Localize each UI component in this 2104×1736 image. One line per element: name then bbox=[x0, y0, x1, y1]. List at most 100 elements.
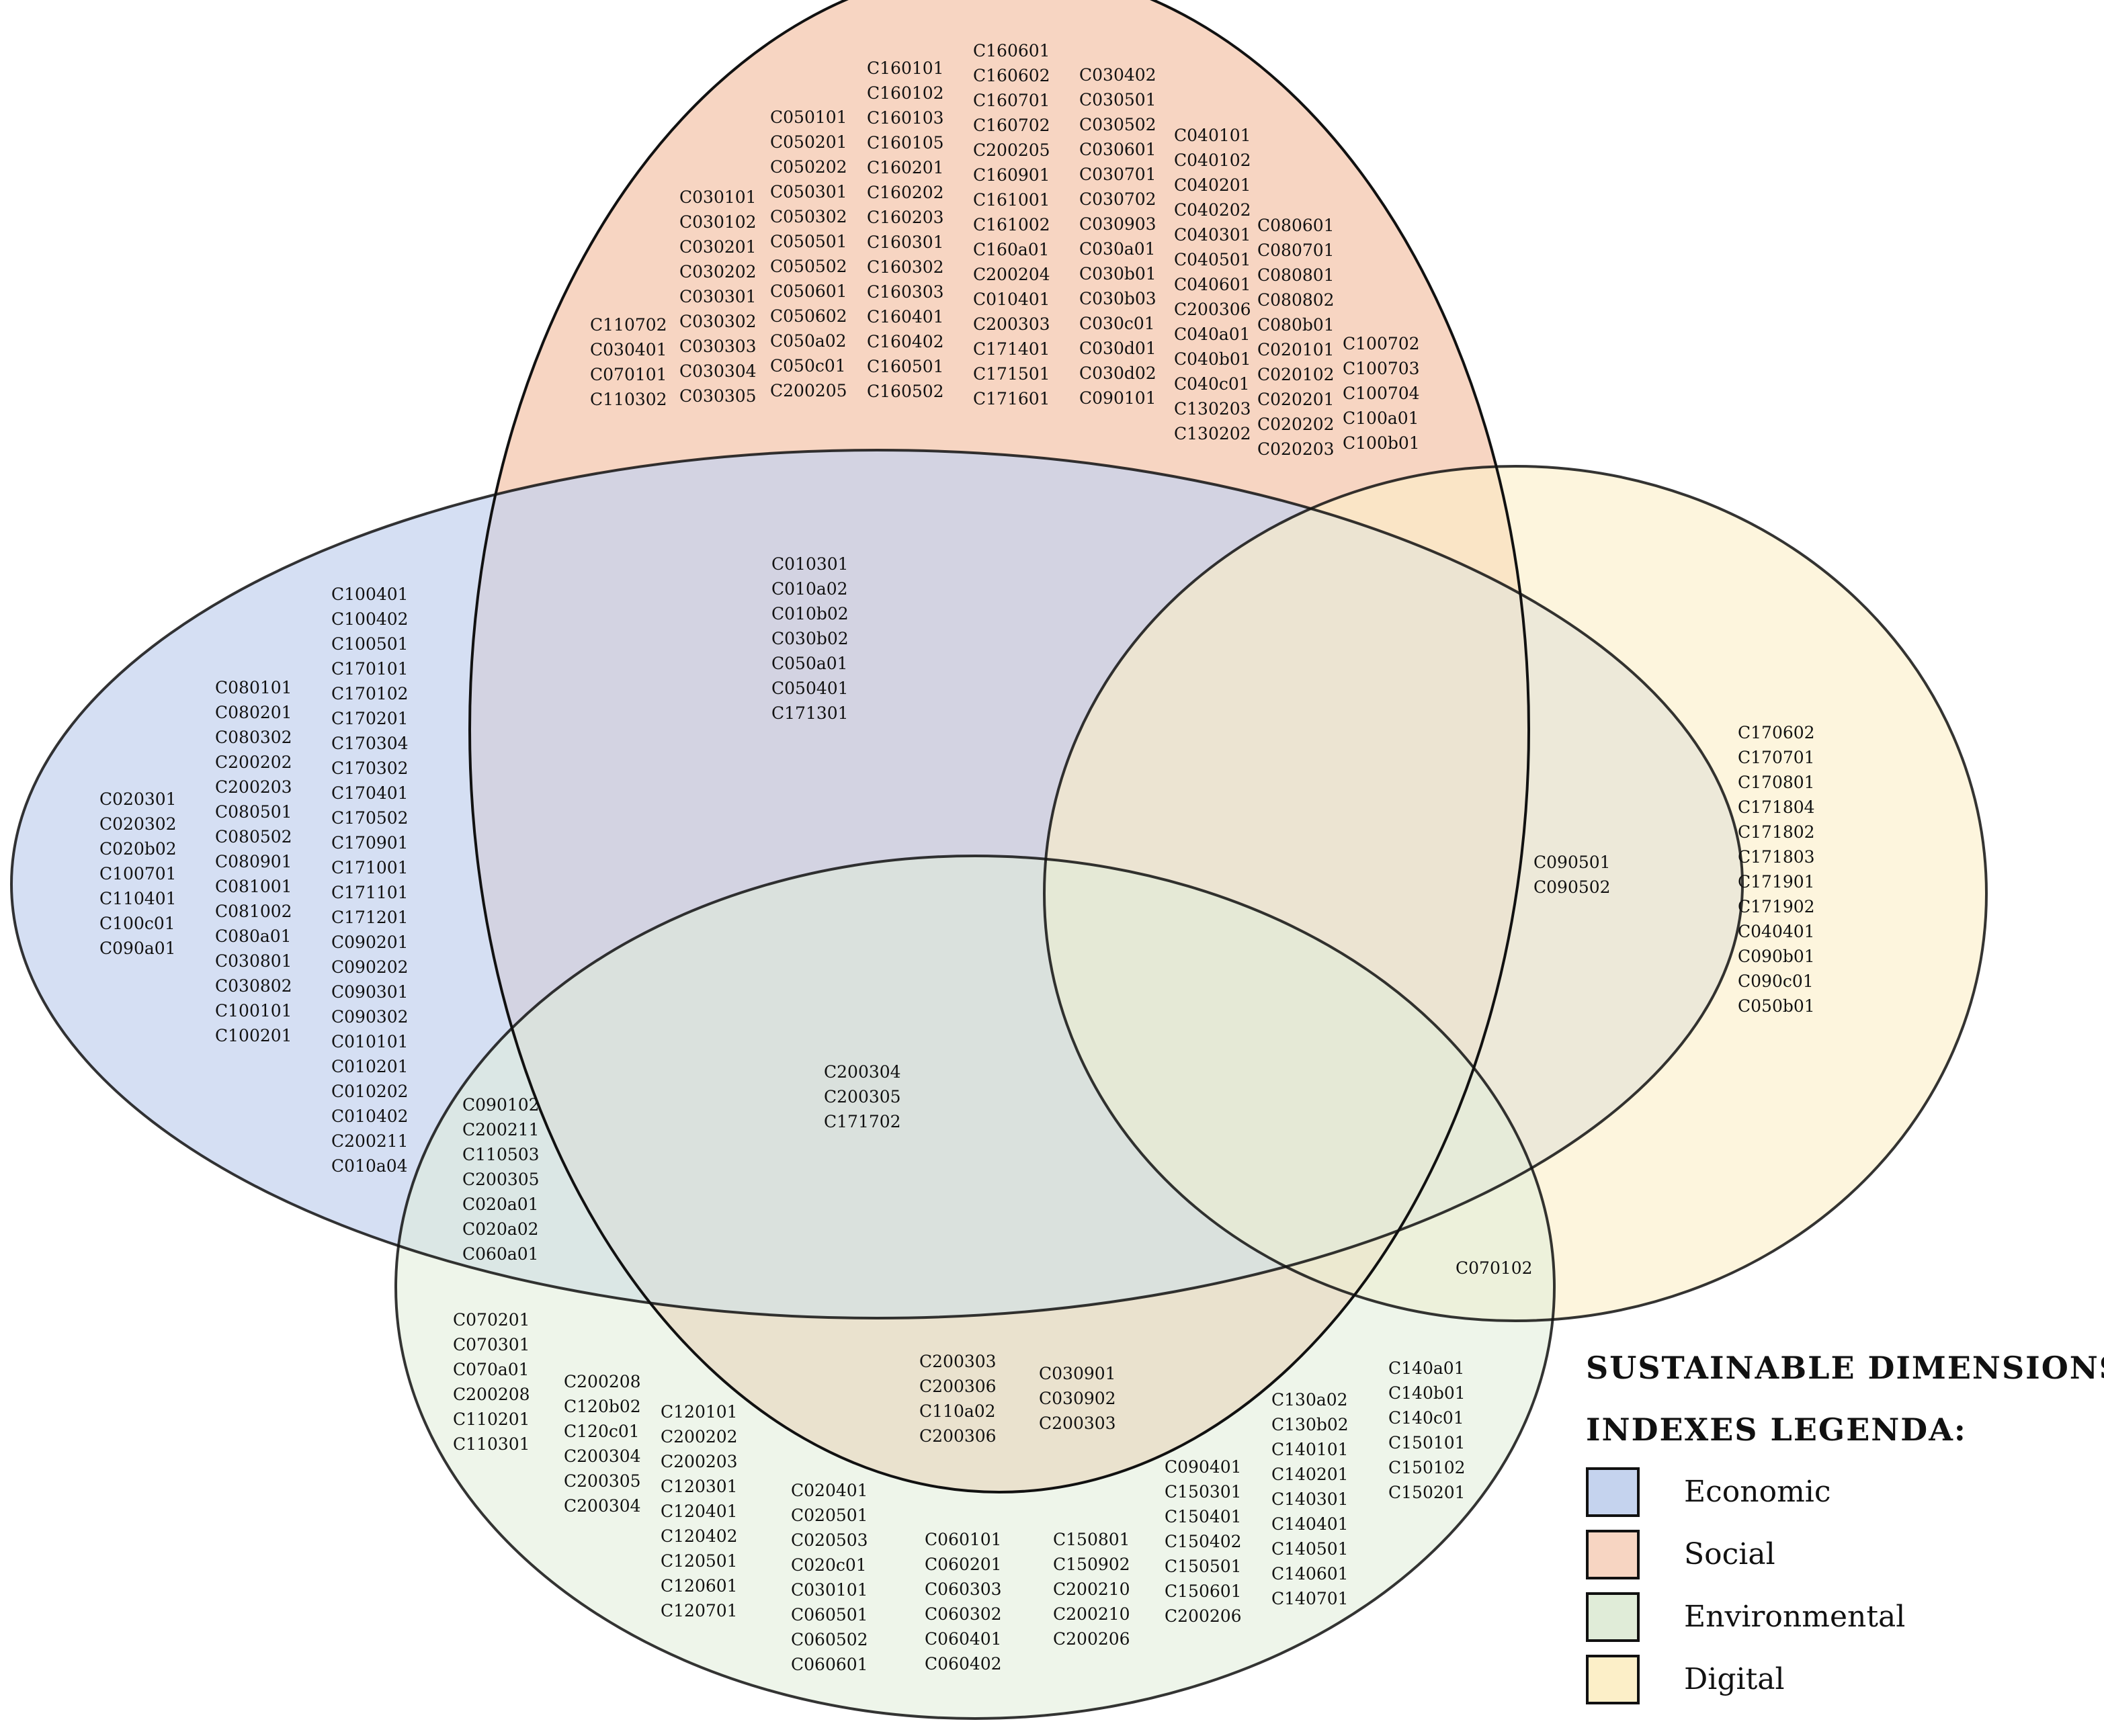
code-label: C140301 bbox=[1271, 1489, 1349, 1509]
code-label: C140c01 bbox=[1388, 1408, 1464, 1428]
legend-label-digital: Digital bbox=[1684, 1662, 1785, 1696]
code-label: C030302 bbox=[679, 312, 757, 331]
code-label: C030701 bbox=[1079, 165, 1156, 184]
code-label: C040c01 bbox=[1174, 374, 1250, 394]
code-label: C160401 bbox=[867, 307, 944, 327]
code-label: C050401 bbox=[771, 679, 849, 698]
code-label: C020a02 bbox=[462, 1219, 539, 1239]
code-label: C080502 bbox=[215, 827, 292, 847]
code-label: C010a04 bbox=[331, 1156, 408, 1176]
code-label: C080b01 bbox=[1257, 315, 1335, 335]
code-label: C100c01 bbox=[99, 914, 175, 933]
code-label: C160105 bbox=[867, 133, 944, 153]
code-label: C171501 bbox=[973, 364, 1050, 384]
code-label: C200202 bbox=[661, 1427, 738, 1446]
code-label: C040101 bbox=[1174, 126, 1251, 145]
code-label: C171301 bbox=[771, 703, 849, 723]
code-label: C030b03 bbox=[1079, 289, 1156, 308]
code-label: C150902 bbox=[1053, 1555, 1130, 1574]
code-label: C060402 bbox=[925, 1654, 1002, 1674]
code-label: C160303 bbox=[867, 282, 944, 302]
code-label: C130a02 bbox=[1271, 1390, 1348, 1409]
code-label: C100b01 bbox=[1343, 433, 1420, 453]
code-label: C160502 bbox=[867, 382, 944, 401]
code-label: C120c01 bbox=[564, 1422, 640, 1441]
code-label: C030901 bbox=[1039, 1364, 1116, 1383]
code-label: C050a02 bbox=[770, 331, 847, 351]
code-label: C080601 bbox=[1257, 216, 1335, 235]
code-label: C170302 bbox=[331, 758, 409, 778]
code-label: C140701 bbox=[1271, 1589, 1349, 1608]
code-label: C090a01 bbox=[99, 939, 176, 958]
code-label: C200303 bbox=[973, 314, 1050, 334]
code-label: C150501 bbox=[1165, 1557, 1242, 1576]
legend-swatch-economic bbox=[1586, 1467, 1640, 1517]
legend-title-line2: INDEXES LEGENDA: bbox=[1586, 1412, 1967, 1448]
code-label: C200210 bbox=[1053, 1604, 1130, 1624]
code-label: C010201 bbox=[331, 1057, 409, 1076]
code-label: C070301 bbox=[453, 1335, 530, 1354]
code-label: C120301 bbox=[661, 1477, 738, 1496]
code-label: C100703 bbox=[1343, 359, 1420, 378]
code-label: C090401 bbox=[1165, 1457, 1242, 1477]
code-label: C170602 bbox=[1738, 723, 1815, 742]
code-label: C100702 bbox=[1343, 334, 1420, 353]
code-label: C200208 bbox=[564, 1372, 641, 1391]
region-env-col8: C130a02C130b02C140101C140201C140301C1404… bbox=[1271, 1390, 1349, 1608]
code-label: C080101 bbox=[215, 678, 292, 697]
code-label: C170304 bbox=[331, 734, 409, 753]
code-label: C030501 bbox=[1079, 90, 1156, 110]
code-label: C050b01 bbox=[1738, 996, 1815, 1016]
code-label: C090301 bbox=[331, 982, 409, 1002]
code-label: C030102 bbox=[679, 212, 757, 232]
code-label: C020b02 bbox=[99, 839, 177, 859]
region-social-col4: C160101C160102C160103C160105C160201C1602… bbox=[867, 58, 944, 401]
code-label: C200205 bbox=[973, 140, 1050, 160]
code-label: C200304 bbox=[564, 1446, 641, 1466]
code-label: C030702 bbox=[1079, 189, 1156, 209]
code-label: C171401 bbox=[973, 339, 1050, 359]
code-label: C060401 bbox=[925, 1629, 1002, 1649]
code-label: C170801 bbox=[1738, 773, 1815, 792]
code-label: C170701 bbox=[1738, 748, 1815, 767]
code-label: C090302 bbox=[331, 1007, 409, 1027]
code-label: C030303 bbox=[679, 337, 757, 356]
code-label: C010401 bbox=[973, 290, 1050, 309]
code-label: C050301 bbox=[770, 182, 847, 202]
code-label: C170201 bbox=[331, 709, 409, 728]
code-label: C040301 bbox=[1174, 225, 1251, 245]
code-label: C140401 bbox=[1271, 1514, 1349, 1534]
code-label: C200202 bbox=[215, 752, 292, 772]
legend: SUSTAINABLE DIMENSIONS INDEXES LEGENDA: … bbox=[1586, 1337, 2104, 1710]
code-label: C060201 bbox=[925, 1555, 1002, 1574]
code-label: C040201 bbox=[1174, 175, 1251, 195]
code-label: C040401 bbox=[1738, 922, 1815, 941]
legend-label-economic: Economic bbox=[1684, 1475, 1831, 1509]
code-label: C020102 bbox=[1257, 365, 1335, 384]
code-label: C140101 bbox=[1271, 1440, 1349, 1459]
code-label: C040a01 bbox=[1174, 324, 1251, 344]
legend-item-digital: Digital bbox=[1586, 1648, 2097, 1710]
code-label: C100101 bbox=[215, 1001, 292, 1021]
code-label: C110301 bbox=[453, 1434, 530, 1454]
code-label: C161001 bbox=[973, 190, 1050, 210]
code-label: C090501 bbox=[1533, 853, 1611, 872]
code-label: C160402 bbox=[867, 332, 944, 351]
code-label: C200305 bbox=[462, 1170, 540, 1189]
code-label: C110503 bbox=[462, 1145, 540, 1164]
code-label: C020503 bbox=[791, 1530, 868, 1550]
code-label: C030903 bbox=[1079, 214, 1156, 234]
code-label: C080201 bbox=[215, 703, 292, 722]
code-label: C030902 bbox=[1039, 1389, 1116, 1408]
social-outline bbox=[468, 0, 1530, 1493]
code-label: C030a01 bbox=[1079, 239, 1156, 259]
code-label: C090102 bbox=[462, 1095, 540, 1115]
code-label: C020501 bbox=[791, 1506, 868, 1525]
code-label: C050c01 bbox=[770, 356, 846, 376]
code-label: C040501 bbox=[1174, 250, 1251, 269]
code-label: C100401 bbox=[331, 584, 409, 604]
code-label: C200210 bbox=[1053, 1579, 1130, 1599]
